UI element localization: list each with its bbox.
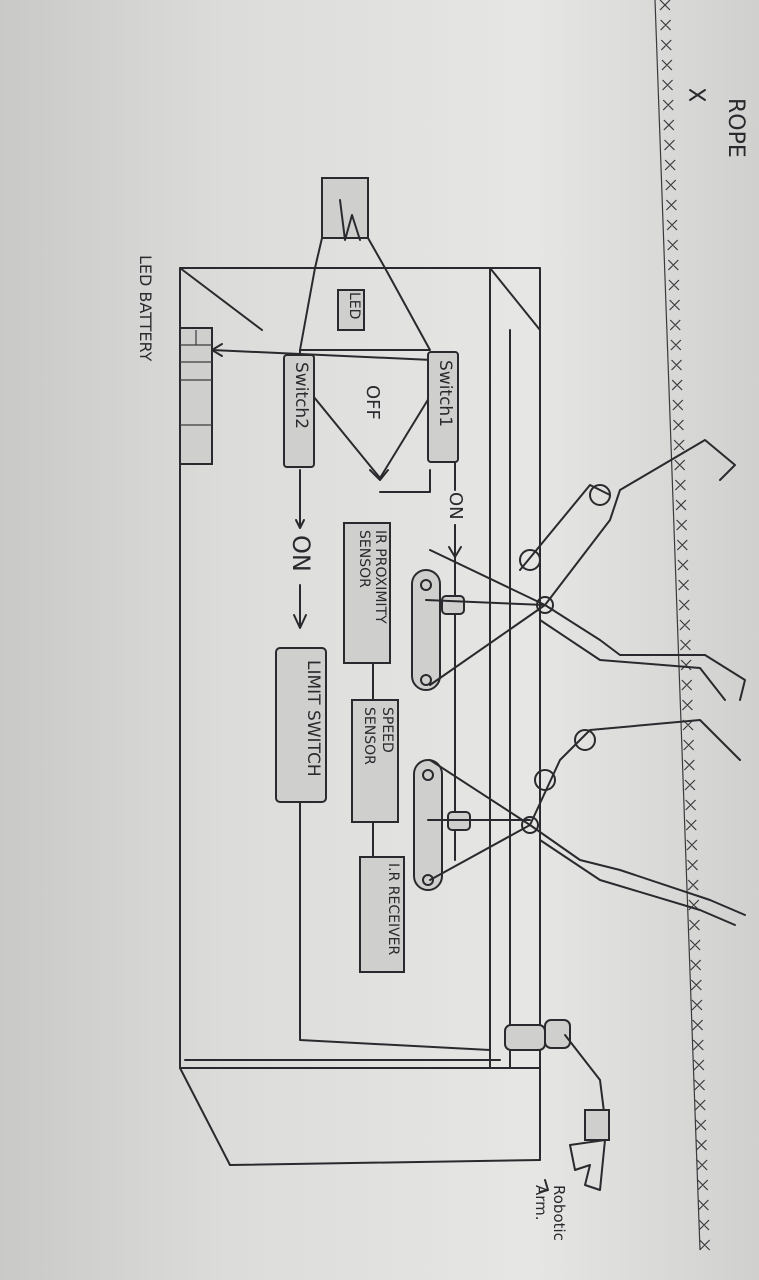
label-ir-receiver: I.R RECEIVER [384, 863, 402, 963]
label-limit-switch-text: LIMIT SWITCH [303, 660, 323, 777]
label-led-battery: LED BATTERY [136, 255, 155, 362]
label-ir-proximity: IR PROXIMITY SENSOR [356, 530, 388, 660]
label-robotic-arm-text: Robotic Arm. [532, 1185, 568, 1241]
ir-receiver-box [359, 856, 405, 973]
led-lamp [299, 177, 431, 351]
label-speed-sensor: SPEED SENSOR [360, 707, 396, 807]
label-led: LED [346, 292, 362, 320]
label-ir-receiver-text: I.R RECEIVER [385, 863, 401, 956]
speed-sensor-box [351, 699, 399, 823]
wheel-assembly-2 [413, 759, 539, 891]
switch2-box [283, 354, 315, 468]
label-speed-sensor-text: SPEED SENSOR [361, 707, 395, 765]
label-off: OFF [362, 385, 383, 420]
hook-arms [519, 439, 746, 926]
label-rope: ROPE [723, 98, 748, 158]
label-on-mid: ON [287, 535, 315, 572]
label-on-top: ON [445, 492, 466, 520]
robotic-arm [504, 1019, 610, 1191]
limit-switch-box [275, 647, 327, 803]
ir-proximity-box [343, 522, 391, 664]
label-switch1: Switch1 [435, 360, 455, 428]
label-limit-switch: LIMIT SWITCH [302, 660, 324, 790]
switch1-box [427, 351, 459, 463]
arrows [211, 89, 706, 1193]
rope [654, 0, 711, 1251]
label-switch2: Switch2 [291, 362, 311, 430]
label-robotic-arm: Robotic Arm. [532, 1185, 568, 1265]
wheel-assembly-1 [411, 549, 554, 691]
led-battery [179, 327, 213, 465]
label-ir-proximity-text: IR PROXIMITY SENSOR [356, 530, 388, 624]
